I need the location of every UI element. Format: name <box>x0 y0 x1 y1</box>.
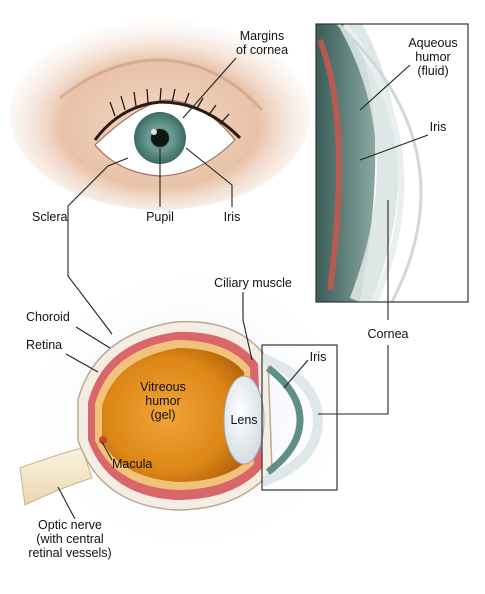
label-optic-nerve-3: retinal vessels) <box>28 546 111 560</box>
label-vitreous-humor-3: (gel) <box>150 408 175 422</box>
label-vitreous-humor-2: humor <box>145 394 180 408</box>
label-pupil: Pupil <box>146 210 174 224</box>
eye-cross-section <box>20 260 360 560</box>
label-macula: Macula <box>112 457 152 471</box>
label-optic-nerve-1: Optic nerve <box>38 518 102 532</box>
label-margins-of-cornea-1: Margins <box>240 29 284 43</box>
label-cornea: Cornea <box>368 327 409 341</box>
label-aqueous-humor-3: (fluid) <box>417 64 448 78</box>
label-lens: Lens <box>230 413 257 427</box>
label-retina: Retina <box>26 338 62 352</box>
label-ciliary-muscle: Ciliary muscle <box>214 276 292 290</box>
label-iris-inset: Iris <box>430 120 447 134</box>
label-aqueous-humor-1: Aqueous <box>408 36 457 50</box>
label-aqueous-humor-2: humor <box>415 50 450 64</box>
label-optic-nerve-2: (with central <box>36 532 103 546</box>
label-iris-lower: Iris <box>310 350 327 364</box>
label-sclera: Sclera <box>32 210 67 224</box>
label-iris-top: Iris <box>224 210 241 224</box>
label-choroid: Choroid <box>26 310 70 324</box>
label-vitreous-humor-1: Vitreous <box>140 380 186 394</box>
label-margins-of-cornea-2: of cornea <box>236 43 288 57</box>
